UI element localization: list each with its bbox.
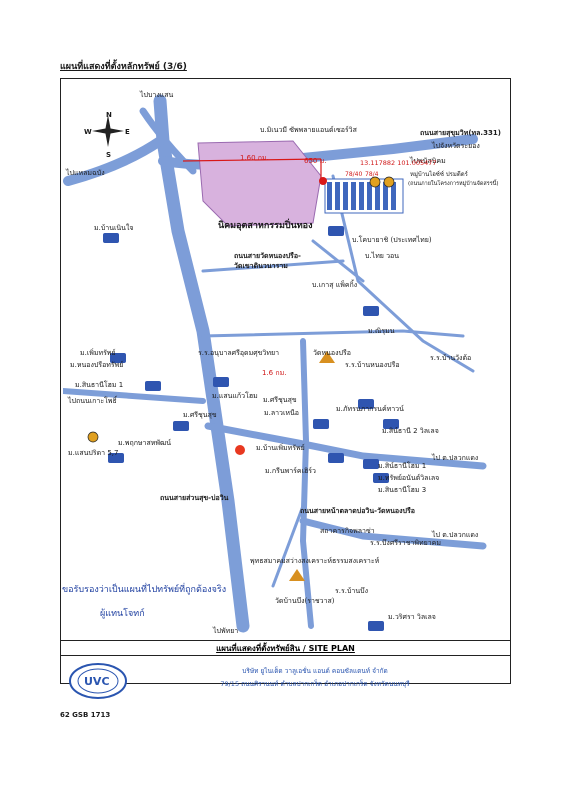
label-village-phattharin: ม.ภัทรนภากรนค์ทาวน์	[336, 405, 404, 413]
road-to-laem-chabang	[63, 136, 165, 186]
label-road-nongprue: ถนนสายวัดหนองปรือ-	[234, 252, 301, 260]
label-plot-74: 78/4	[365, 171, 379, 178]
document-code: 62 GSB 1713	[60, 711, 111, 719]
company-logo	[69, 663, 127, 699]
label-village-nongprue-sap: ม.หนองปรือทรัพย์	[70, 361, 124, 369]
label-subject-project: หมู่บ้านไอซ์ซ์ ปรมดีดร์	[410, 171, 468, 178]
label-to-pluak-daeng-1: ไป ต.ปลวกแดง	[432, 454, 479, 462]
label-to-pluak-daeng-2: ไป ต.ปลวกแดง	[432, 531, 479, 539]
company-name: บริษัท ยูไนเต็ด วาลูเอชั่น แอนด์ คอนซัลแ…	[242, 667, 388, 675]
label-village-sri-sun: ม.ศรีชุนสุข	[183, 411, 217, 419]
compass-rose	[92, 115, 124, 147]
footer-divider	[60, 640, 511, 641]
road-to-pluak-daeng	[299, 517, 487, 550]
label-road-nongprue-2: วัดเขาดินวนาราม	[234, 262, 288, 270]
logo-text: UVC	[84, 675, 110, 688]
road-nongprue	[201, 259, 345, 273]
label-plot-78: 78/40	[345, 171, 363, 178]
compass-w: W	[84, 128, 92, 136]
label-dist-16km: 1.6 กม.	[262, 369, 287, 377]
site-plan-caption: แผนที่แสดงที่ตั้งทรัพย์สิน / SITE PLAN	[216, 644, 355, 653]
label-village-sap-villa: ม.ทรัพย์อนันต์วิลเลจ	[378, 474, 440, 482]
subject-marker-4	[383, 176, 395, 188]
compass-n: N	[106, 111, 112, 119]
label-village-sinthani-h3: ม.สินธานีโฮม 3	[378, 486, 427, 494]
label-school-bungsri: ร.ร.บึงศรีราชาพิทยาคม	[370, 539, 441, 547]
stamp-note: ขอรับรองว่าเป็นแผนที่ไปทรัพย์ที่ถูกต้องจ…	[62, 585, 227, 595]
map-frame	[60, 78, 511, 684]
red-dot-marker	[235, 445, 245, 455]
road-vertical	[300, 338, 314, 629]
company-address: 79/15 ถนนศิรานนท์ ตำบลปากเกร็ด อำเภอปากเ…	[220, 680, 410, 688]
distance-line-160	[182, 158, 322, 162]
label-to-bang-saen: ไปบางแสน	[140, 91, 174, 99]
industrial-estate-area	[197, 140, 322, 227]
label-temple-bueng: วัดบ้านบึง(ราชวาส)	[275, 597, 335, 605]
label-village-green: ม.กรีนพาร์คเฮิร์ว	[265, 467, 316, 475]
housing-project-block	[324, 178, 404, 214]
compass-e: E	[125, 128, 130, 136]
footer-divider-2	[60, 655, 511, 656]
label-pharmacy: สถาคารกิจพลาซ่า	[320, 527, 375, 535]
interchange-road	[139, 107, 197, 175]
label-village-sinthani1: ม.สินธานีโฮม 1	[75, 381, 124, 389]
road-west	[63, 388, 206, 404]
village-icons	[103, 226, 399, 631]
signer-label: ผู้แทนโจทก์	[100, 609, 145, 619]
label-dist-160: 1.60 กม.	[240, 154, 269, 162]
label-village-laonuea: ม.ลาวเหนือ	[264, 409, 299, 417]
label-highway-331: ถนนสายสุขุมวิท(ทล.331)	[420, 129, 501, 137]
label-village-saen-kaeo: ม.แสนแก้วโฮม	[212, 392, 258, 400]
label-industrial-estate: นิคมอุตสาหกรรมปิ่นทอง	[218, 221, 313, 231]
subject-marker	[319, 177, 327, 185]
label-road-sai-sam: ถนนสายส่วนสุข-บ่อวิน	[160, 494, 229, 502]
subject-marker-1	[87, 431, 99, 443]
label-to-koh-pho: ไปถนนเกาะโพธิ์	[68, 397, 117, 405]
label-co-minebea: บ.มิเนวมี ซัพพลายแอนด์เซอร์วิส	[260, 126, 357, 134]
label-dist-650: 650 ม.	[304, 157, 327, 165]
subject-marker-3	[369, 176, 381, 188]
label-co-thai-yon: บ.ไทย วอน	[365, 252, 400, 260]
label-school-nongprue: ร.ร.บ้านหนองปรือ	[345, 361, 400, 369]
label-school-anuban: ร.ร.อนุบาลศรีอุดมศุขวิทยา	[198, 349, 279, 357]
label-village-phruksa: ม.พฤกษาสหพัฒน์	[118, 439, 172, 447]
label-village-ban-noen: ม.บ้านเนินใจ	[94, 224, 134, 232]
label-village-nirum: ม.ณิรุมน	[368, 327, 395, 335]
road-minor2	[271, 504, 305, 588]
road-ne	[331, 174, 475, 373]
label-road-talad: ถนนสายหน้าตลาดบ่อวิน-วัดหนองปรือ	[300, 507, 415, 515]
label-coords: 13.117882 101.005477	[360, 159, 437, 167]
page-title: แผนที่แสดงที่ตั้งหลักทรัพย์ (3/6)	[60, 62, 187, 72]
label-to-rayong: ไปจังหวัดระยอง	[432, 142, 480, 150]
label-co-pack: บ.เกาสุ แพ็คกิ้ง	[312, 281, 358, 289]
label-subject-note: (ถนนภายในโครงการหมู่บ้านจัดสรรนี้)	[408, 181, 499, 187]
label-school-wangta: ร.ร.บ้านวังต้อ	[430, 354, 472, 362]
label-to-phanat: ไปพนัสนิคม	[410, 157, 446, 165]
label-village-sinthani-h1: ม.สิน์ธานีโฮม 1	[378, 462, 427, 470]
label-to-pattaya: ไปพัทยา	[213, 627, 239, 635]
label-village-sri-sun-2: ม.ศรีชุนสุข	[263, 396, 297, 404]
road-mid	[201, 329, 465, 338]
label-temple-nongprue: วัดหนองปรือ	[313, 349, 351, 357]
label-village-saen-pirom: ม.แสนปริดา 5,7	[68, 449, 119, 457]
road-sai-sam	[204, 422, 487, 470]
label-village-ban-phoem: ม.บ้านเพิ่มทรัพย์	[256, 444, 305, 452]
label-village-phoemsap: ม.เพิ่มทรัพย์	[80, 349, 116, 357]
label-co-kobayashi: บ.โคบายาชิ (ประเทศไทย)	[352, 236, 432, 244]
compass-s: S	[106, 151, 112, 159]
location-map	[63, 94, 487, 633]
temple-icons	[289, 351, 335, 581]
road-minor	[311, 239, 365, 283]
label-to-laem-chabang: ไปแหลมฉบัง	[66, 169, 105, 177]
label-village-worisara: ม.วริศรา วิลเลจ	[388, 613, 436, 621]
label-association: พุทธสมาคมสว่างสงเคราะห์ธรรมสงเคราะห์	[250, 557, 380, 565]
label-village-sinthani2: ม.สิน์ธานี 2 วิลเลจ	[382, 427, 439, 435]
label-school-ban-bueng: ร.ร.บ้านบึง	[335, 587, 368, 595]
